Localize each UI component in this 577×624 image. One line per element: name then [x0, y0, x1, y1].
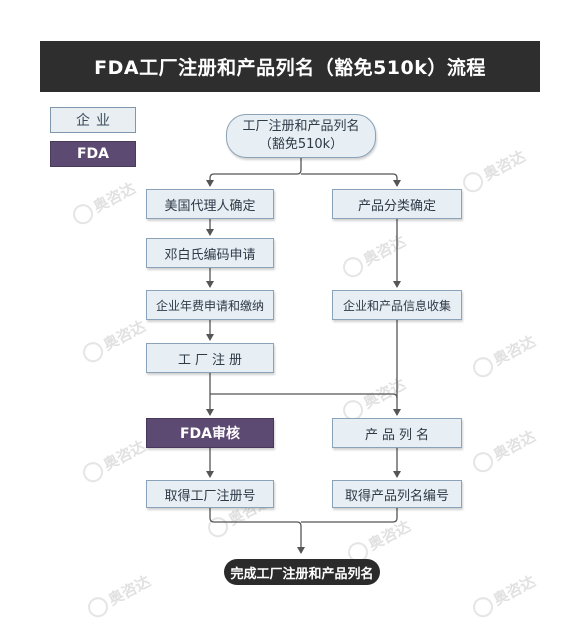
- legend-enterprise: 企业: [50, 107, 136, 133]
- node-info-collection: 企业和产品信息收集: [332, 290, 462, 320]
- node-factory-registration: 工厂注册: [146, 343, 274, 373]
- connector-start-split: [206, 158, 302, 187]
- page-title: FDA工厂注册和产品列名（豁免510k）流程: [40, 41, 540, 92]
- node-duns-application: 邓白氏编码申请: [146, 238, 274, 268]
- node-fda-review: FDA审核: [146, 418, 274, 448]
- node-get-registration-number: 取得工厂注册号: [146, 480, 274, 508]
- connector-start-split-right: [301, 173, 401, 187]
- node-product-classification: 产品分类确定: [332, 189, 462, 219]
- start-node: 工厂注册和产品列名 （豁免510k）: [226, 114, 376, 158]
- start-node-line1: 工厂注册和产品列名: [242, 119, 360, 134]
- start-node-line2: （豁免510k）: [258, 137, 344, 152]
- connector-merge-left: [209, 508, 305, 554]
- end-node: 完成工厂注册和产品列名: [224, 559, 380, 585]
- node-us-agent: 美国代理人确定: [146, 189, 274, 219]
- node-annual-fee: 企业年费申请和缴纳: [146, 290, 274, 320]
- node-product-listing: 产品列名: [332, 418, 462, 448]
- node-get-listing-number: 取得产品列名编号: [332, 480, 462, 508]
- connector-cross: [210, 393, 398, 399]
- legend-fda: FDA: [50, 141, 136, 167]
- connector-merge-right: [301, 508, 398, 523]
